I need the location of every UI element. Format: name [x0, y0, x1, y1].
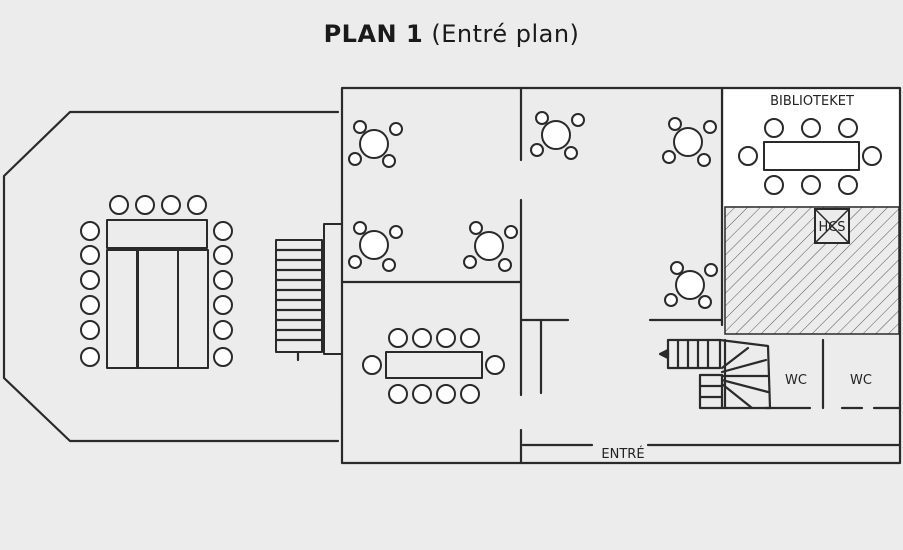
wc-label-2: WC: [850, 373, 872, 388]
hcs-box: HCS: [814, 208, 850, 244]
right-staircase: [658, 338, 772, 410]
plan-subtitle: (Entré plan): [431, 20, 580, 48]
wc-label-1: WC: [785, 373, 807, 388]
plan-number: PLAN 1: [323, 20, 424, 48]
left-hall-wall: [2, 110, 340, 443]
round-table-5: [463, 221, 518, 272]
library-label: BIBLIOTEKET: [770, 94, 854, 109]
hatched-area: [724, 206, 900, 335]
round-table-2: [530, 111, 585, 160]
floor-plan-title: PLAN 1 (Entré plan): [0, 20, 903, 48]
round-table-6: [664, 261, 718, 309]
hcs-label: HCS: [818, 220, 845, 235]
left-staircase: [275, 239, 323, 353]
round-table-3: [662, 117, 717, 167]
round-table-4: [348, 221, 403, 272]
round-table-1: [348, 120, 403, 168]
entrance-label: ENTRÉ: [601, 446, 644, 462]
